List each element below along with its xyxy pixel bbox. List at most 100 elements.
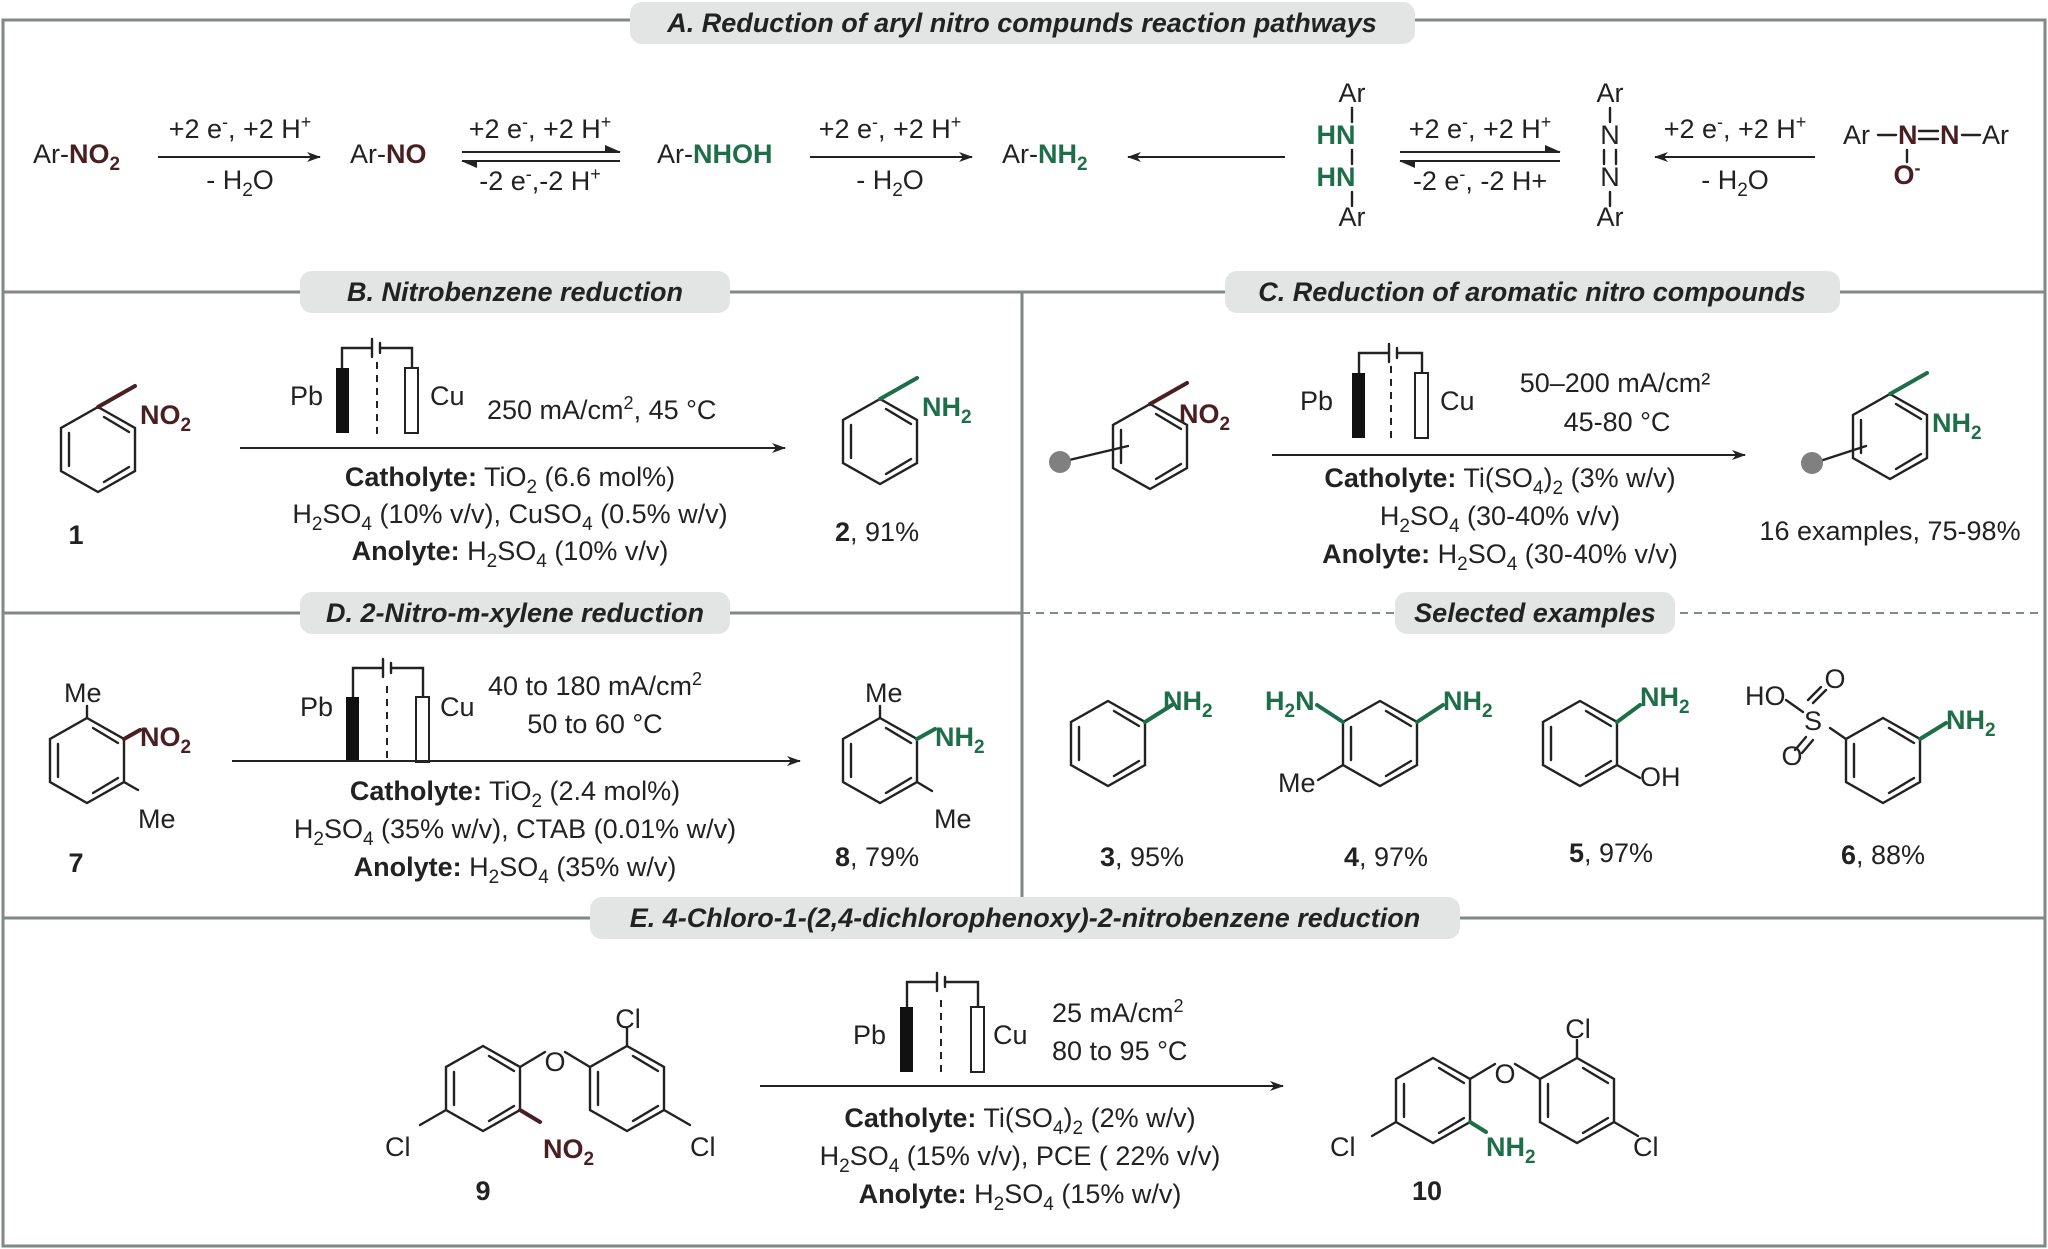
selected-examples-title: Selected examples <box>1414 598 1656 628</box>
svg-text:Me: Me <box>1278 768 1316 798</box>
compound-10-id: 10 <box>1412 1176 1442 1206</box>
substituted-aniline-structure: NH2 <box>1801 371 1982 481</box>
svg-text:NH2: NH2 <box>922 392 972 428</box>
step-3-electrons: +2 e-, +2 H+ <box>819 112 962 144</box>
step-3-water: - H2O <box>856 165 924 201</box>
svg-text:Cl: Cl <box>385 1132 411 1162</box>
step-4-electrons: +2 e-, +2 H+ <box>1409 112 1552 144</box>
svg-text:H2N: H2N <box>1265 686 1315 722</box>
svg-text:N: N <box>1898 120 1918 150</box>
compound-1-id: 1 <box>68 520 83 550</box>
svg-text:Cl: Cl <box>690 1132 716 1162</box>
substituted-nitroarene-structure: NO2 <box>1049 381 1230 491</box>
example-3-yield: 3, 95% <box>1100 842 1184 872</box>
svg-text:Ar: Ar <box>1843 120 1870 150</box>
pb-electrode-label: Pb <box>290 381 323 411</box>
panel-d: Me NO2 Me 7 Pb Cu 40 to 180 mA/cm2 50 to… <box>48 657 985 888</box>
panel-c-line2: H2SO4 (30-40% v/v) <box>1380 501 1620 537</box>
panel-c-current: 50–200 mA/cm² <box>1520 368 1711 398</box>
svg-text:NH2: NH2 <box>1946 705 1996 741</box>
svg-text:Ar: Ar <box>1339 78 1366 108</box>
species-ar-no2: Ar-NO2 <box>33 139 120 175</box>
svg-text:O-: O- <box>1893 158 1920 190</box>
panel-c-anolyte: Anolyte: H2SO4 (30-40% v/v) <box>1322 539 1678 575</box>
example-5-structure: NH2 OH <box>1541 682 1690 792</box>
example-5-yield: 5, 97% <box>1569 838 1653 868</box>
panel-b-anolyte: Anolyte: H2SO4 (10% v/v) <box>352 536 669 572</box>
step-2-reverse: -2 e-,-2 H+ <box>479 164 601 196</box>
panel-d-current: 40 to 180 mA/cm2 <box>488 669 702 701</box>
panel-b: NO2 1 Pb Cu 250 mA/cm2, 45 °C Catholyte:… <box>59 337 972 572</box>
panel-c-temp: 45-80 °C <box>1564 407 1671 437</box>
example-6-structure: NH2 S HO O O <box>1745 664 1996 805</box>
cu-electrode-label: Cu <box>430 381 465 411</box>
compound-2-yield: 2, 91% <box>835 517 919 547</box>
svg-text:S: S <box>1804 706 1822 736</box>
svg-text:Me: Me <box>138 804 176 834</box>
cu-electrode-label: Cu <box>993 1020 1028 1050</box>
step-4-reverse: -2 e-, -2 H+ <box>1413 164 1547 196</box>
panel-e-line2: H2SO4 (15% v/v), PCE ( 22% v/v) <box>820 1141 1221 1177</box>
pb-electrode-label: Pb <box>853 1020 886 1050</box>
panel-d-anolyte: Anolyte: H2SO4 (35% w/v) <box>354 852 677 888</box>
electrolysis-cell-b <box>336 337 419 440</box>
nitrobenzene-structure: NO2 <box>59 384 191 494</box>
svg-text:Ar: Ar <box>1597 202 1624 232</box>
panel-c-title: C. Reduction of aromatic nitro compounds <box>1258 277 1806 307</box>
svg-text:Ar: Ar <box>1339 202 1366 232</box>
panel-b-title: B. Nitrobenzene reduction <box>347 277 683 307</box>
cu-electrode-label: Cu <box>1440 386 1475 416</box>
svg-text:Ar: Ar <box>1982 120 2009 150</box>
panel-a-title: A. Reduction of aryl nitro compunds reac… <box>666 8 1377 38</box>
panel-e-catholyte: Catholyte: Ti(SO4)2 (2% w/v) <box>844 1103 1195 1139</box>
species-ar-nh2: Ar-NH2 <box>1002 139 1088 175</box>
panel-a: Ar-NO2 +2 e-, +2 H+ - H2O Ar-NO +2 e-, +… <box>33 78 2009 232</box>
svg-text:O: O <box>1824 664 1845 694</box>
aniline-structure-2: NH2 <box>841 376 972 486</box>
svg-text:NH2: NH2 <box>1932 408 1982 444</box>
svg-text:HO: HO <box>1745 681 1786 711</box>
svg-text:O: O <box>544 1047 565 1077</box>
panel-e: O Cl Cl Cl NO2 9 Pb Cu 25 mA/cm2 <box>385 971 1659 1215</box>
species-ar-nhoh: Ar-NHOH <box>657 139 773 169</box>
svg-text:NH2: NH2 <box>1443 686 1493 722</box>
svg-text:N: N <box>1600 162 1620 192</box>
svg-text:N: N <box>1600 120 1620 150</box>
svg-text:NH2: NH2 <box>1640 682 1690 718</box>
svg-text:N: N <box>1940 120 1960 150</box>
svg-text:HN: HN <box>1317 162 1356 192</box>
panel-b-catholyte: Catholyte: TiO2 (6.6 mol%) <box>345 462 675 498</box>
panel-d-title: D. 2-Nitro-m-xylene reduction <box>326 598 704 628</box>
dimethylaniline-structure: Me NH2 Me <box>841 678 985 834</box>
panel-d-temp: 50 to 60 °C <box>527 709 662 739</box>
hydrazo-compound: Ar HN HN Ar <box>1317 78 1366 232</box>
panel-c-scope: 16 examples, 75-98% <box>1759 516 2020 546</box>
panel-e-anolyte: Anolyte: H2SO4 (15% w/v) <box>859 1179 1182 1215</box>
svg-text:Me: Me <box>865 678 903 708</box>
species-ar-no: Ar-NO <box>350 139 427 169</box>
compound-9-id: 9 <box>475 1176 490 1206</box>
panel-d-line2: H2SO4 (35% w/v), CTAB (0.01% w/v) <box>294 814 736 850</box>
electrolysis-cell-e <box>900 971 985 1078</box>
electrolysis-cell-c <box>1352 342 1429 444</box>
step-1-electrons: +2 e-, +2 H+ <box>169 112 312 144</box>
compound-8-yield: 8, 79% <box>835 842 919 872</box>
svg-text:NO2: NO2 <box>543 1134 594 1170</box>
svg-text:Me: Me <box>64 678 102 708</box>
svg-text:O: O <box>1494 1059 1515 1089</box>
svg-text:NO2: NO2 <box>140 400 191 436</box>
example-3-structure: NH2 <box>1069 686 1213 788</box>
svg-text:Ar: Ar <box>1597 78 1624 108</box>
svg-text:NH2: NH2 <box>1486 1132 1536 1168</box>
panel-b-current: 250 mA/cm2, 45 °C <box>487 393 716 425</box>
svg-text:O: O <box>1781 741 1802 771</box>
amino-diphenyl-ether-structure: O Cl Cl Cl NH2 <box>1330 1014 1659 1168</box>
panel-e-current: 25 mA/cm2 <box>1052 996 1184 1028</box>
nitro-m-xylene-structure: Me NO2 Me <box>48 678 191 834</box>
svg-text:Cl: Cl <box>1565 1014 1591 1044</box>
svg-text:Cl: Cl <box>1330 1132 1356 1162</box>
azoxy-compound: Ar N N Ar O- <box>1843 120 2009 190</box>
panel-c-catholyte: Catholyte: Ti(SO4)2 (3% w/v) <box>1324 463 1675 499</box>
pb-electrode-label: Pb <box>1300 386 1333 416</box>
